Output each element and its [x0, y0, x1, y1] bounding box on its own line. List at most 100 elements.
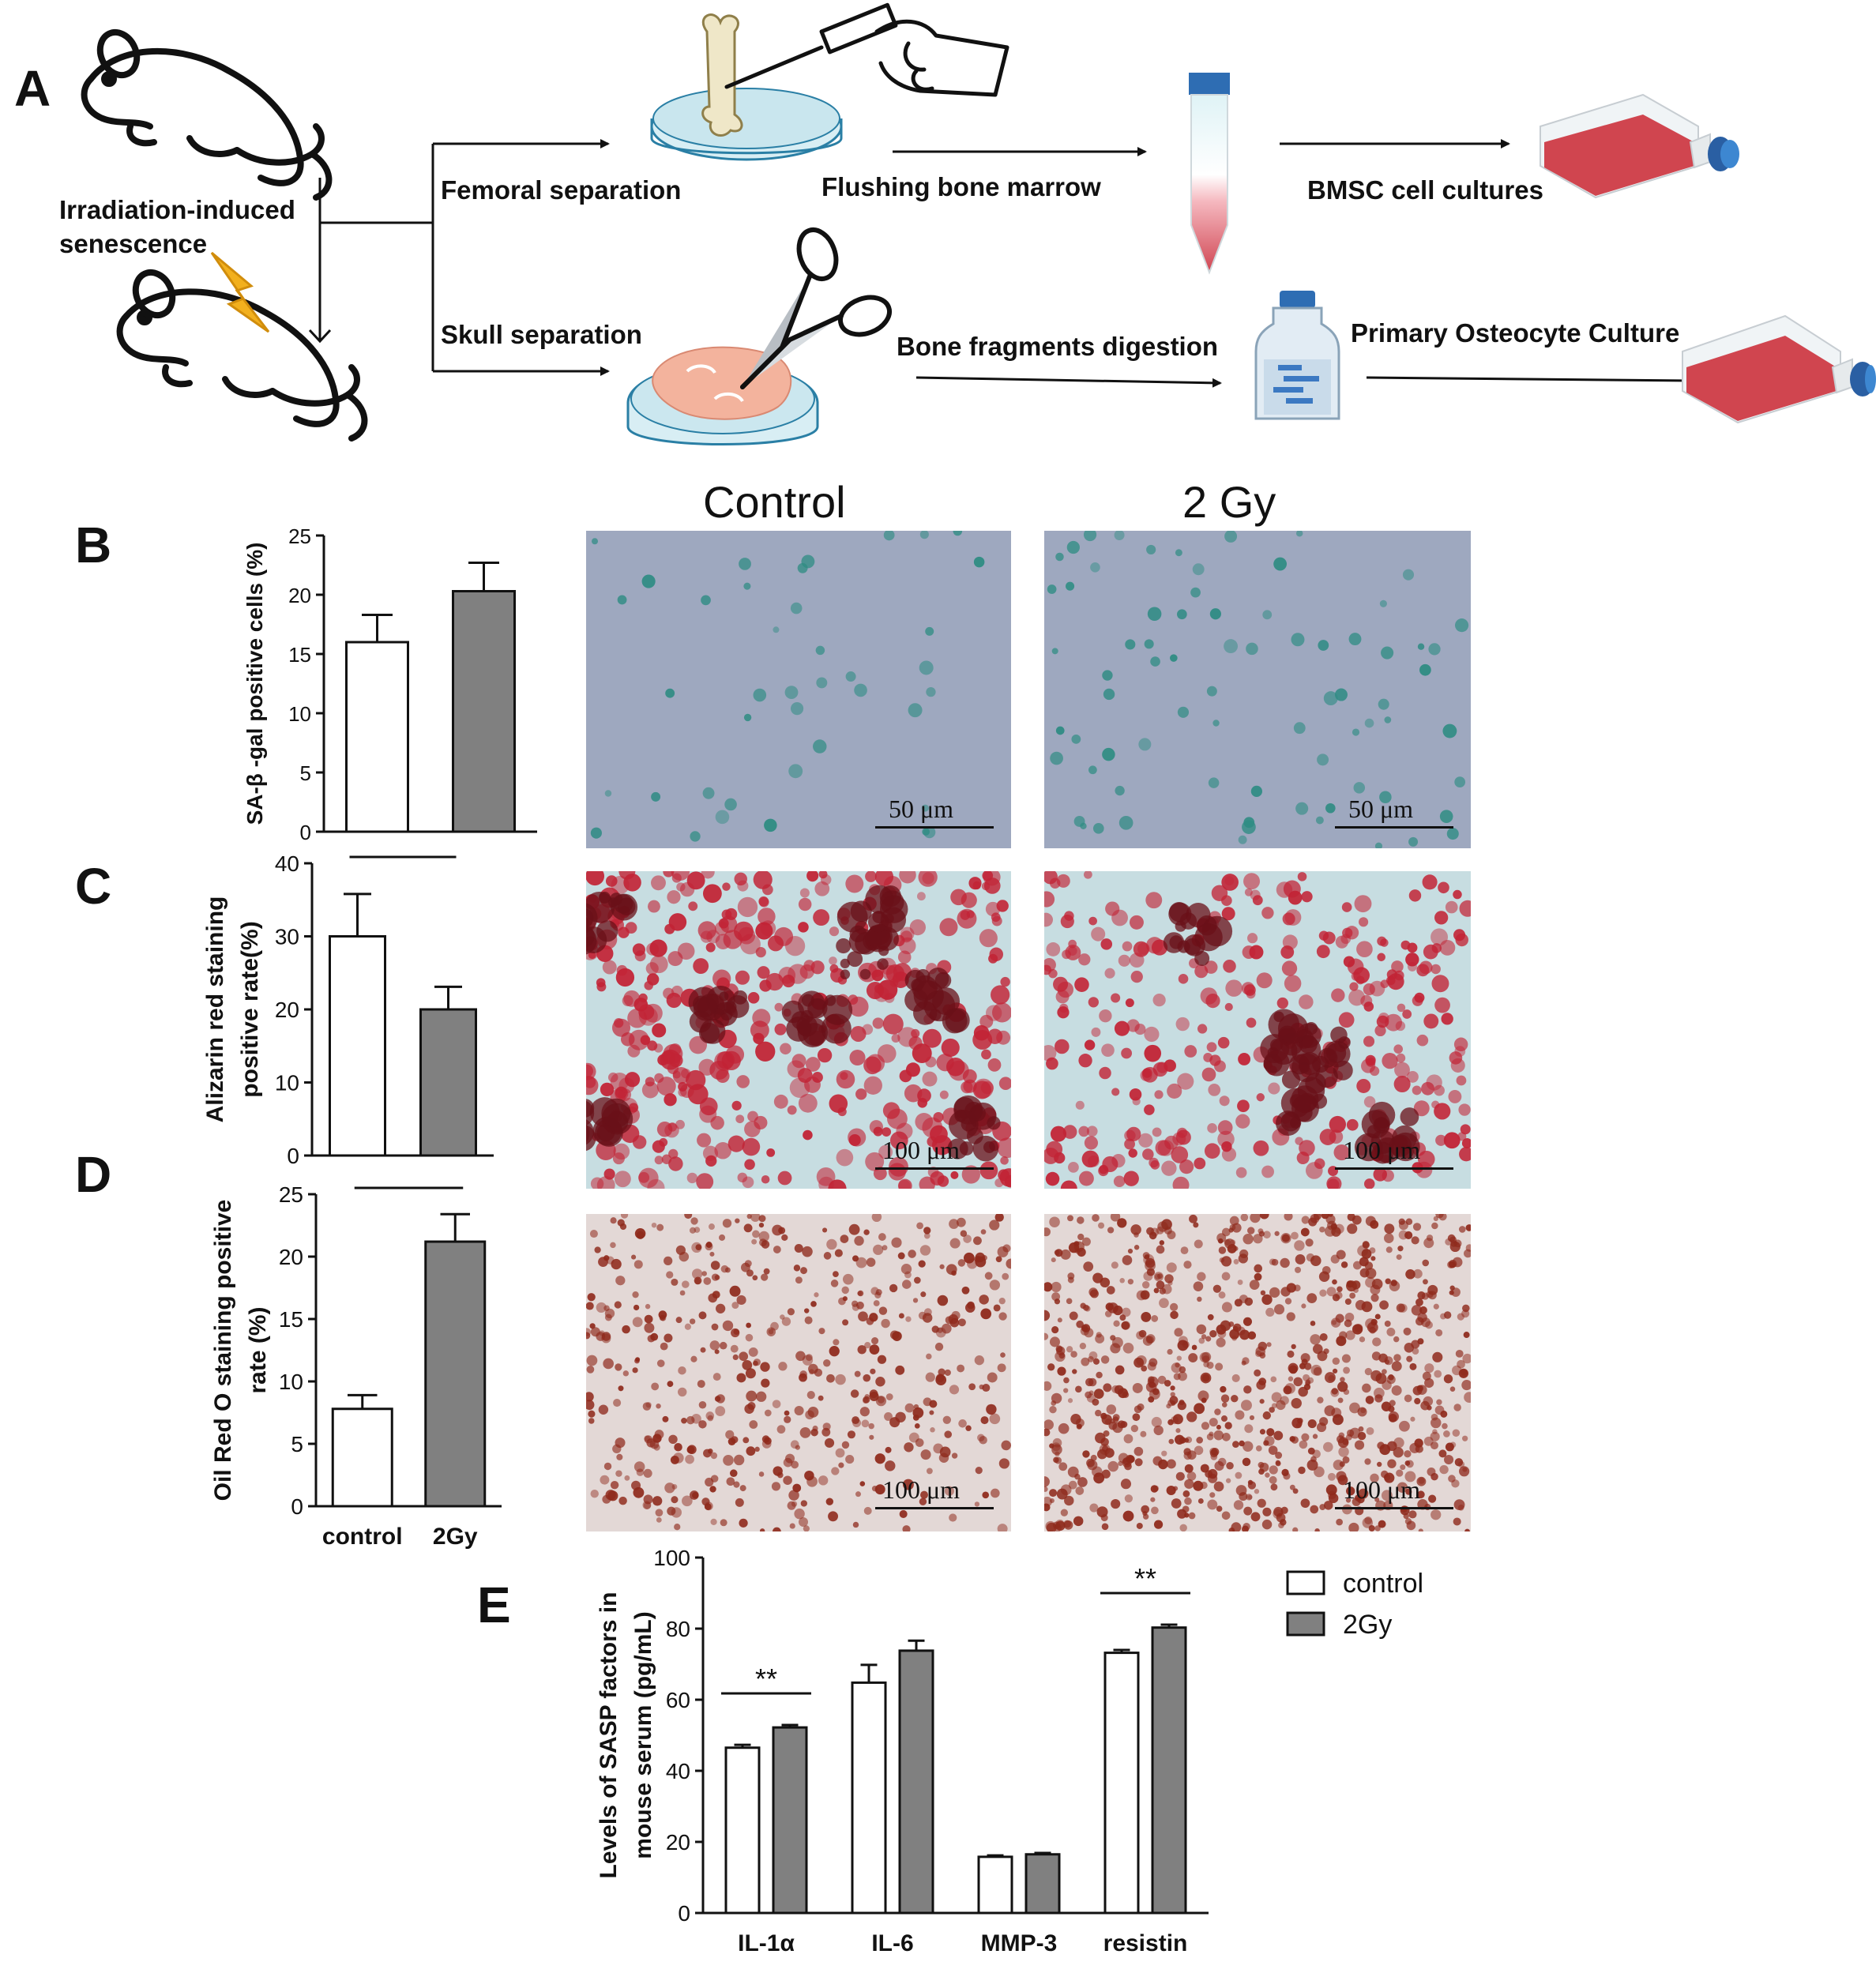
cell [653, 1444, 660, 1451]
cell [1269, 1475, 1277, 1484]
cell [768, 1328, 774, 1335]
cell [751, 1238, 758, 1245]
cell [1319, 1289, 1327, 1297]
y-tick-label: 0 [300, 821, 311, 844]
cell [904, 1442, 914, 1453]
cell-cluster [969, 1104, 986, 1122]
cell [1155, 1140, 1171, 1156]
cell [727, 1135, 745, 1152]
cell [1092, 822, 1104, 834]
cell [586, 1302, 594, 1310]
cell [1225, 1478, 1231, 1483]
cell [1087, 1460, 1098, 1471]
cell [1332, 1357, 1340, 1366]
cell [1068, 1161, 1079, 1173]
cell [902, 1479, 914, 1490]
cell [664, 1256, 673, 1266]
cell [1393, 1354, 1401, 1362]
cell [1086, 1126, 1098, 1137]
cell [697, 1133, 712, 1148]
cell [1146, 544, 1156, 554]
lightning-icon [210, 251, 270, 333]
flushing-bone-marrow-label: Flushing bone marrow [821, 172, 1101, 201]
cell [1412, 1347, 1419, 1355]
cell [1110, 1343, 1121, 1354]
cell [1424, 1377, 1434, 1389]
cell [1374, 1497, 1380, 1502]
cell [594, 1246, 601, 1253]
cell [1152, 1127, 1162, 1137]
cell-cluster [877, 958, 889, 970]
cell [982, 871, 994, 881]
bar [977, 1855, 1013, 1915]
micrograph-d-control [586, 1214, 1011, 1531]
cell [857, 1291, 863, 1296]
cell [823, 1252, 832, 1260]
centrifuge-tube-icon [1189, 73, 1230, 275]
cell [1053, 976, 1069, 992]
cell [1349, 1402, 1360, 1414]
cell [1153, 1520, 1164, 1529]
cell [941, 1038, 960, 1058]
cell [1275, 1452, 1283, 1460]
cell [1335, 935, 1348, 949]
cell [651, 1382, 660, 1391]
cell [1396, 1303, 1405, 1313]
cell [1433, 1303, 1439, 1310]
cell [698, 1311, 707, 1320]
cell [1313, 1214, 1321, 1220]
cell [791, 1460, 799, 1469]
cell [1318, 640, 1329, 651]
cell [1344, 1298, 1352, 1306]
cell [587, 1293, 596, 1302]
cell [1102, 747, 1115, 761]
cell [1453, 1239, 1462, 1248]
cell [1121, 1307, 1131, 1317]
cell [1431, 975, 1449, 993]
cell [1145, 892, 1163, 909]
cell [810, 1301, 817, 1307]
cell [864, 1341, 871, 1349]
cell [989, 1413, 1001, 1425]
cell [698, 1420, 707, 1429]
cell-cluster [1391, 1132, 1420, 1162]
cell [1361, 1249, 1372, 1259]
cell [1179, 1524, 1187, 1531]
cell [1092, 1214, 1100, 1222]
cell [1167, 1459, 1176, 1469]
cell [1284, 1298, 1292, 1305]
cell [794, 1405, 804, 1416]
cell [1289, 1436, 1295, 1442]
cell [603, 1305, 610, 1311]
cell [1147, 607, 1162, 622]
cell [590, 1489, 599, 1498]
cell [1089, 1503, 1099, 1513]
cell [911, 1028, 920, 1039]
cell [1328, 1472, 1336, 1481]
cell [1046, 942, 1061, 956]
cell [1229, 1216, 1239, 1226]
cell [1243, 1234, 1254, 1245]
cell [816, 1167, 836, 1186]
cell [641, 574, 656, 588]
cell [987, 1058, 1002, 1072]
cell [902, 1280, 912, 1289]
cell [1206, 1042, 1217, 1053]
cell [919, 531, 929, 539]
cell [1428, 643, 1441, 656]
cell [1297, 1418, 1303, 1424]
cell [897, 1252, 905, 1260]
cell [1314, 1158, 1325, 1170]
cell [1269, 1287, 1280, 1298]
cell [885, 964, 905, 983]
cell [1434, 1084, 1445, 1096]
cell [701, 595, 711, 606]
cell [790, 702, 804, 716]
cell [586, 1392, 594, 1402]
cell [1376, 1015, 1389, 1028]
column-header-2gy: 2 Gy [1182, 477, 1276, 527]
cell [1128, 1148, 1137, 1158]
cell [1217, 1120, 1233, 1135]
cell [834, 1249, 843, 1257]
cell [687, 1445, 697, 1455]
